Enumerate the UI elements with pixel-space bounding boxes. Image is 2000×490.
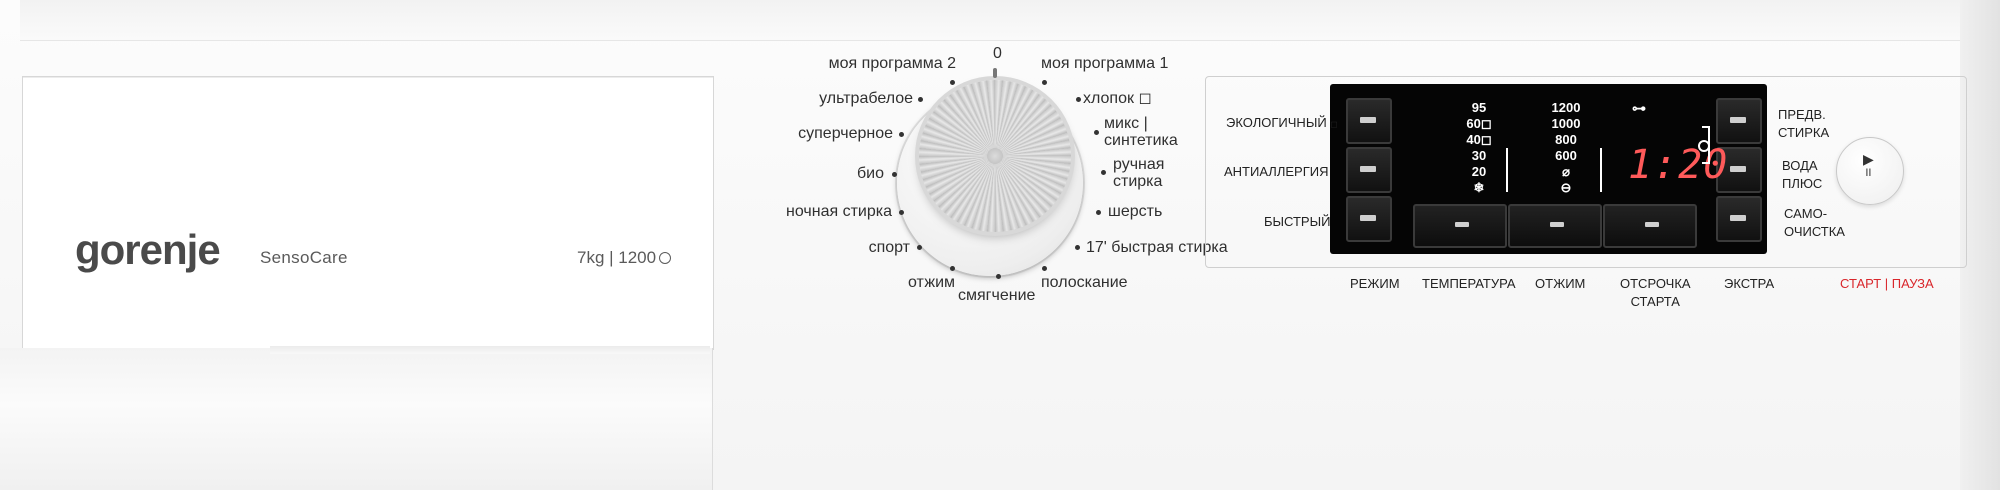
program-dot [899, 210, 904, 215]
eco-icon: ◻ [1330, 119, 1338, 129]
temperature-button[interactable] [1413, 204, 1507, 248]
program-spin[interactable]: отжим [907, 274, 955, 291]
panel-top-edge [20, 0, 1970, 41]
program-dot [917, 245, 922, 250]
spin-value: 1200 [1551, 100, 1581, 115]
program-cotton[interactable]: хлопок ◻ [1083, 90, 1152, 107]
eco-icon: ◻ [1138, 90, 1152, 107]
program-dot [1042, 266, 1047, 271]
start-pause-button[interactable] [1836, 137, 1904, 205]
drawer-front-lower [0, 348, 713, 490]
program-dot [1094, 130, 1099, 135]
extra-label: ЭКСТРА [1724, 276, 1775, 291]
temp-bar [1506, 148, 1508, 192]
display-panel-frame [1205, 76, 1967, 268]
program-dot [918, 97, 923, 102]
prewash-label: ПРЕДВ.СТИРКА [1778, 107, 1830, 140]
program-my-program-2[interactable]: моя программа 2 [828, 55, 956, 72]
program-dot [996, 274, 1001, 279]
program-bio[interactable]: био [857, 165, 884, 182]
program-softener[interactable]: смягчение [958, 287, 1036, 304]
drawer-handle-lip[interactable] [270, 346, 710, 354]
antiallergy-button[interactable] [1346, 147, 1392, 193]
program-my-program-1[interactable]: моя программа 1 [1041, 55, 1169, 72]
program-dot [1042, 80, 1047, 85]
temp-value: 95 [1471, 100, 1487, 115]
key-icon [1698, 140, 1710, 152]
program-dot [1101, 170, 1106, 175]
temp-value: 20 [1471, 164, 1487, 179]
eco-label: ЭКОЛОГИЧНЫЙ ◻ [1226, 115, 1338, 130]
spin-value: 600 [1555, 148, 1577, 163]
spin-value: 1000 [1551, 116, 1581, 131]
eco-button[interactable] [1346, 98, 1392, 144]
mode-label: РЕЖИМ [1350, 276, 1400, 291]
program-mix-synthetics[interactable]: микс |синтетика [1104, 115, 1178, 149]
spin-list: 1200 1000 800 600 ⌀ ⊖ [1544, 100, 1588, 196]
spin-bar [1600, 148, 1602, 192]
dial-label-zero: 0 [993, 45, 1002, 62]
self-clean-label: САМО-ОЧИСТКА [1784, 206, 1845, 239]
program-dot [1075, 245, 1080, 250]
spin-button[interactable] [1508, 204, 1602, 248]
drain-icon: ⊖ [1560, 180, 1572, 195]
program-dot [950, 80, 955, 85]
quick-label: БЫСТРЫЙ [1264, 214, 1331, 229]
capacity-label: 7kg | 1200 [577, 248, 672, 268]
time-remaining: 1:20 [1628, 142, 1729, 188]
program-quick-17[interactable]: 17' быстрая стирка [1086, 239, 1228, 256]
start-pause-label: СТАРТ | ПАУЗА [1840, 276, 1934, 291]
temperature-label: ТЕМПЕРАТУРА [1422, 276, 1516, 291]
model-name: SensoCare [260, 248, 348, 267]
no-spin-icon: ⌀ [1562, 164, 1570, 179]
spin-label: ОТЖИМ [1535, 276, 1586, 291]
program-dot [1076, 97, 1081, 102]
child-lock-icon: ⊶ [1632, 100, 1646, 116]
temperature-list: 95 60◻ 40◻ 30 20 ❄ [1462, 100, 1496, 196]
program-dial-center [987, 148, 1003, 164]
spin-value: 800 [1555, 132, 1577, 147]
cold-icon: ❄ [1473, 180, 1485, 195]
detergent-drawer[interactable] [22, 76, 714, 350]
self-clean-button[interactable] [1716, 196, 1762, 242]
temp-value: 30 [1471, 148, 1487, 163]
quick-button[interactable] [1346, 196, 1392, 242]
program-ultra-white[interactable]: ультрабелое [819, 90, 913, 107]
temp-value: 40◻ [1466, 132, 1492, 147]
program-dot [899, 132, 904, 137]
program-dot [892, 172, 897, 177]
spin-icon [659, 252, 672, 264]
antiallergy-label: АНТИАЛЛЕРГИЯ [1224, 164, 1329, 179]
program-super-black[interactable]: суперчерное [798, 125, 893, 142]
program-night-wash[interactable]: ночная стирка [786, 203, 892, 220]
program-rinse[interactable]: полоскание [1041, 274, 1128, 291]
program-dot [950, 266, 955, 271]
water-plus-button[interactable] [1716, 147, 1762, 193]
play-pause-icon: ▶II [1863, 151, 1874, 179]
program-dot [1096, 210, 1101, 215]
program-wool[interactable]: шерсть [1108, 203, 1163, 220]
temp-value: 60◻ [1466, 116, 1492, 131]
program-sport[interactable]: спорт [868, 239, 910, 256]
brand-logo: gorenje [75, 226, 221, 273]
dial-pointer-mark [993, 68, 997, 78]
prewash-button[interactable] [1716, 98, 1762, 144]
delay-start-button[interactable] [1603, 204, 1697, 248]
